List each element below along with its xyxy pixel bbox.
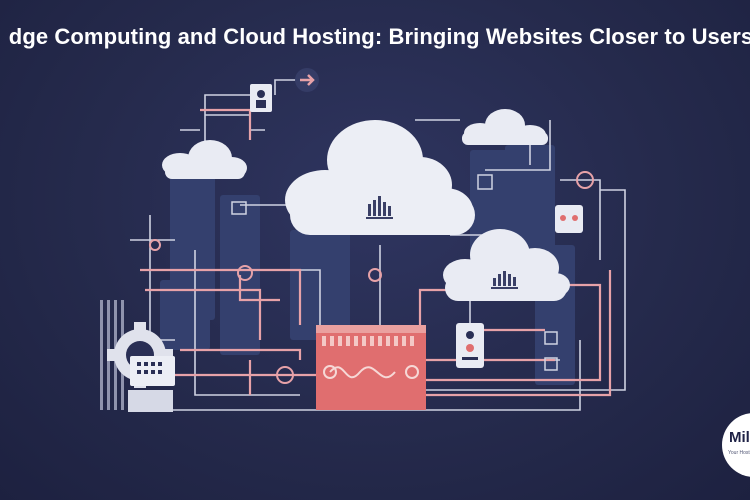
logo-tagline: Your Host	[728, 450, 750, 456]
device-icon	[456, 323, 484, 368]
page-title: dge Computing and Cloud Hosting: Bringin…	[8, 24, 750, 49]
terminal-icon	[128, 356, 175, 412]
panel-icon	[231, 174, 558, 371]
circuit-lines-pink	[140, 108, 612, 397]
bar-chart-icon	[366, 196, 393, 219]
cloud-icon	[462, 109, 548, 145]
device-icon	[555, 205, 583, 233]
circuit-nodes	[149, 171, 594, 384]
building-silhouettes	[160, 145, 575, 385]
bar-chart-icon	[491, 271, 518, 289]
server-icon	[316, 325, 426, 410]
logo-wordmark: Mil	[729, 429, 750, 446]
arrow-icon	[295, 68, 319, 92]
user-icon	[250, 84, 272, 112]
cloud-icon	[285, 120, 475, 235]
cloud-icon	[162, 140, 247, 179]
